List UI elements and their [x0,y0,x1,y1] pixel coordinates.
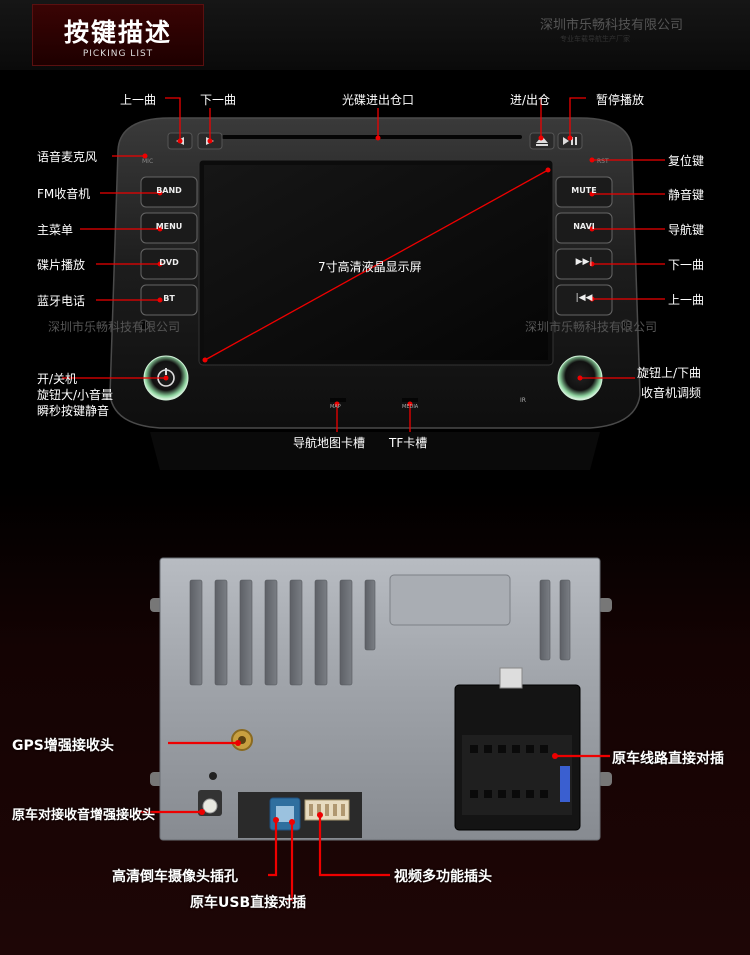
play-pause-icon [563,137,569,145]
bt-button[interactable]: BT [163,294,175,303]
label-radio-tune: 收音机调频 [641,386,702,400]
title-box: 按键描述 PICKING LIST [32,4,204,66]
watermark-sub: 专业车载导航生产厂家 [560,35,630,43]
front-leader-lines [62,97,665,432]
watermark: 深圳市乐畅科技有限公司 [540,18,684,33]
rst-label: RST [597,158,609,165]
navi-button[interactable]: NAVI [573,222,595,231]
label-usb: 原车USB直接对插 [190,895,307,911]
back-leader-lines [138,741,610,902]
watermark-left: 深圳市乐畅科技有限公司 [48,320,181,334]
menu-button[interactable]: MENU [155,222,183,231]
label-navi: 导航键 [668,223,705,237]
media-slot-label: MEDIA [402,404,419,410]
label-reset: 复位键 [668,154,705,168]
label-mute-knob: 瞬秒按键静音 [37,404,110,418]
label-prev-side: 上一曲 [668,293,705,307]
prev-button[interactable]: |◀◀ [575,293,593,303]
label-eject: 进/出仓 [510,93,551,107]
label-radio-antenna: 原车对接收音增强接收头 [12,808,156,823]
label-map-slot: 导航地图卡槽 [293,436,366,450]
mic-label: MIC [142,158,154,165]
label-next-top: 下一曲 [200,93,237,107]
watermark-right: 深圳市乐畅科技有限公司 [525,320,658,334]
label-disc-play: 碟片播放 [37,258,86,272]
label-knob-vol: 旋钮大/小音量 [37,388,114,402]
label-next-side: 下一曲 [668,258,705,272]
label-mic: 语音麦克风 [37,150,98,164]
next-button[interactable]: ▶▶| [575,257,593,267]
label-main-menu: 主菜单 [37,223,74,237]
label-harness: 原车线路直接对插 [612,751,724,767]
label-lcd: 7寸高清液晶显示屏 [318,260,422,274]
label-prev-top: 上一曲 [120,93,157,107]
label-gps: GPS增强接收头 [12,738,114,754]
map-slot-label: MAP [330,404,341,410]
mute-button[interactable]: MUTE [571,186,597,195]
label-disc-slot: 光碟进出仓口 [342,93,415,107]
page-subtitle: PICKING LIST [82,49,154,59]
back-unit [150,557,612,841]
dvd-button[interactable]: DVD [159,258,179,267]
ir-label: IR [520,397,526,404]
front-unit [109,117,641,470]
label-mute: 静音键 [668,188,705,202]
label-knob-tune: 旋钮上/下曲 [637,366,702,380]
page-title: 按键描述 [63,18,172,47]
label-camera: 高清倒车摄像头插孔 [112,869,238,885]
label-video: 视频多功能插头 [394,869,492,885]
label-play-pause: 暂停播放 [596,93,645,107]
label-tf-slot: TF卡槽 [389,436,428,450]
label-power: 开/关机 [37,372,78,386]
label-fm: FM收音机 [37,187,91,201]
label-bt-phone: 蓝牙电话 [37,294,86,308]
band-button[interactable]: BAND [156,186,182,195]
